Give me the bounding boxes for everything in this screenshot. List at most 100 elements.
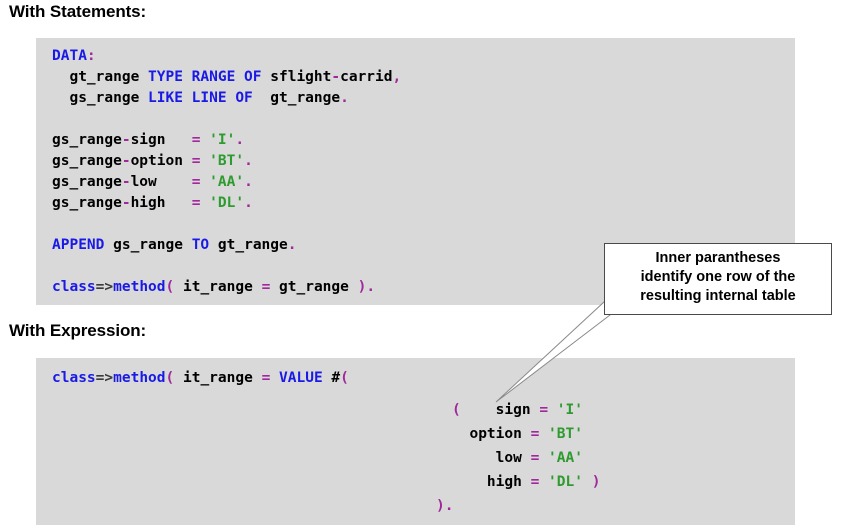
code-token-id bbox=[583, 474, 592, 490]
code-token-id: sign bbox=[460, 402, 540, 418]
code-token-str: 'DL' bbox=[209, 195, 245, 211]
code-token-id: option bbox=[452, 426, 531, 442]
code-token-pn: - bbox=[121, 195, 131, 211]
code-token-str: 'DL' bbox=[548, 474, 583, 490]
code-token-arrow: => bbox=[95, 370, 114, 386]
code-token-pn: . bbox=[366, 279, 376, 295]
code-line: high = 'DL' ) bbox=[452, 472, 601, 493]
code-token-id bbox=[539, 450, 548, 466]
code-token-id: it_range bbox=[174, 370, 262, 386]
code-token-id: gs_range bbox=[52, 195, 122, 211]
code-token-id bbox=[548, 402, 557, 418]
callout-line-1: Inner parantheses bbox=[655, 250, 781, 266]
code-token-id: gs_range bbox=[104, 237, 192, 253]
code-token-pn: ) bbox=[436, 498, 445, 514]
code-token-id: sign bbox=[130, 132, 192, 148]
code-token-str: 'AA' bbox=[209, 174, 245, 190]
code-token-pn: = bbox=[530, 426, 540, 442]
code-token-pn: = bbox=[191, 174, 201, 190]
code-line: gs_range-option = 'BT'. bbox=[52, 151, 253, 172]
code-token-id: option bbox=[130, 153, 192, 169]
code-token-pn: ( bbox=[340, 370, 349, 386]
code-token-id: gs_range bbox=[52, 90, 149, 106]
callout-box-inner-parentheses: Inner parantheses identify one row of th… bbox=[604, 243, 832, 315]
code-token-kw: class bbox=[52, 370, 96, 386]
code-token-kw: APPEND bbox=[52, 237, 105, 253]
code-token-str: 'BT' bbox=[209, 153, 245, 169]
code-token-id bbox=[539, 426, 548, 442]
code-token-pn: , bbox=[392, 69, 402, 85]
code-token-pn: . bbox=[244, 195, 253, 211]
code-token-id: it_range bbox=[174, 279, 262, 295]
heading-with-expression: With Expression: bbox=[9, 321, 147, 340]
code-token-pn: . bbox=[340, 90, 349, 106]
code-token-id: gt_range bbox=[252, 90, 341, 106]
code-line: gs_range-high = 'DL'. bbox=[52, 193, 253, 214]
code-line: gs_range-sign = 'I'. bbox=[52, 130, 244, 151]
code-token-id: gs_range bbox=[52, 153, 122, 169]
code-token-pn: ) bbox=[591, 474, 601, 490]
code-token-arrow: => bbox=[95, 279, 114, 295]
code-token-kw: method bbox=[113, 279, 166, 295]
code-token-pn: ( bbox=[165, 279, 175, 295]
code-token-id: high bbox=[452, 474, 531, 490]
code-line: low = 'AA' bbox=[452, 448, 583, 469]
code-line: gs_range LIKE LINE OF gt_range. bbox=[52, 88, 349, 109]
code-token-pn: - bbox=[331, 69, 341, 85]
code-token-pn: - bbox=[121, 153, 131, 169]
code-token-id: low bbox=[452, 450, 531, 466]
code-token-id: gs_range bbox=[52, 174, 122, 190]
code-token-id: sflight bbox=[261, 69, 332, 85]
code-token-pn: ( bbox=[452, 402, 461, 418]
code-token-pn: = bbox=[261, 279, 271, 295]
code-token-pn: = bbox=[530, 450, 540, 466]
code-token-pn: - bbox=[121, 132, 131, 148]
code-token-id: gs_range bbox=[52, 132, 122, 148]
code-token-str: 'AA' bbox=[548, 450, 583, 466]
code-token-pn: = bbox=[191, 195, 201, 211]
code-token-id: low bbox=[130, 174, 192, 190]
code-token-hash: # bbox=[331, 370, 341, 386]
code-line: ( sign = 'I' bbox=[452, 400, 583, 421]
code-token-str: 'BT' bbox=[548, 426, 583, 442]
code-token-id bbox=[200, 153, 209, 169]
code-line: APPEND gs_range TO gt_range. bbox=[52, 235, 296, 256]
code-token-pn: = bbox=[530, 474, 540, 490]
code-token-pn: = bbox=[191, 153, 201, 169]
code-token-kw: VALUE bbox=[279, 370, 323, 386]
heading-with-statements: With Statements: bbox=[9, 2, 147, 21]
code-token-str: 'I' bbox=[209, 132, 236, 148]
code-token-id: gt_range bbox=[52, 69, 149, 85]
code-token-id bbox=[270, 370, 279, 386]
code-token-id: gt_range bbox=[209, 237, 288, 253]
code-token-id: carrid bbox=[340, 69, 393, 85]
code-token-pn: . bbox=[244, 174, 253, 190]
code-token-pn: - bbox=[121, 174, 131, 190]
code-token-id bbox=[200, 132, 209, 148]
code-token-pn: = bbox=[191, 132, 201, 148]
callout-line-2: identify one row of the bbox=[640, 269, 796, 285]
code-token-id bbox=[200, 174, 209, 190]
code-token-id: gt_range bbox=[270, 279, 358, 295]
code-token-kw: method bbox=[113, 370, 166, 386]
code-line: gt_range TYPE RANGE OF sflight-carrid, bbox=[52, 67, 401, 88]
code-token-pn: . bbox=[235, 132, 245, 148]
code-line: ). bbox=[436, 496, 453, 517]
code-token-kw: TYPE RANGE OF bbox=[148, 69, 262, 85]
code-line: option = 'BT' bbox=[452, 424, 583, 445]
code-token-pn: : bbox=[86, 48, 96, 64]
code-line: DATA: bbox=[52, 46, 96, 67]
code-token-pn: ) bbox=[357, 279, 367, 295]
code-token-id bbox=[200, 195, 209, 211]
code-token-pn: = bbox=[539, 402, 549, 418]
code-line: class=>method( it_range = gt_range ). bbox=[52, 277, 375, 298]
code-token-id bbox=[539, 474, 548, 490]
code-block-with-statements: DATA: gt_range TYPE RANGE OF sflight-car… bbox=[36, 38, 795, 305]
code-token-pn: ( bbox=[165, 370, 175, 386]
code-block-with-expression: class=>method( it_range = VALUE #(( sign… bbox=[36, 358, 795, 525]
code-token-kw: LIKE LINE OF bbox=[148, 90, 253, 106]
code-token-pn: . bbox=[287, 237, 297, 253]
code-token-str: 'I' bbox=[556, 402, 583, 418]
code-token-id: high bbox=[130, 195, 192, 211]
code-token-kw: class bbox=[52, 279, 96, 295]
